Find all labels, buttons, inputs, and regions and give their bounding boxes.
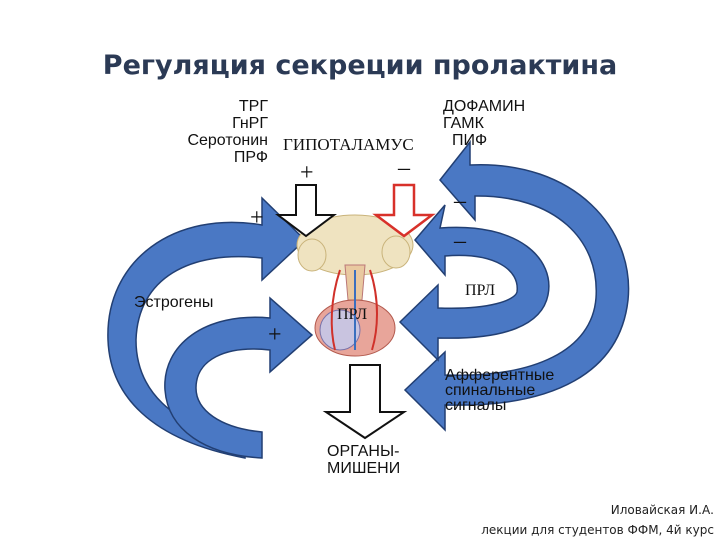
factor-gnrg: ГнРГ xyxy=(232,115,268,132)
author-name: Иловайская И.А. xyxy=(610,503,714,517)
author-credit: Иловайская И.А. лекции для студентов ФФМ… xyxy=(440,500,714,540)
hypothalamus-pituitary-illustration xyxy=(296,214,414,357)
prl-label-right: ПРЛ xyxy=(465,282,496,299)
plus-sign-hypothalamus: + xyxy=(300,160,314,186)
hypothalamus-label: ГИПОТАЛАМУС xyxy=(283,135,414,154)
minus-sign-right-2: – xyxy=(454,228,466,254)
target-organs-label: ОРГАНЫ- МИШЕНИ xyxy=(327,443,401,477)
afferent-signals-label: Афферентные спинальные сигналы xyxy=(445,367,555,414)
factor-serotonin: Серотонин xyxy=(187,132,268,149)
inhibitory-factors: ДОФАМИН ГАМК xyxy=(443,98,525,132)
estrogens-label: Эстрогены xyxy=(134,294,214,311)
prl-label-center: ПРЛ xyxy=(337,306,368,323)
factor-prf: ПРФ xyxy=(233,149,268,166)
minus-sign-right-1: – xyxy=(454,188,466,214)
pif-label: ПИФ xyxy=(452,132,488,149)
factor-dopamine: ДОФАМИН xyxy=(443,98,526,115)
stimulatory-factors: ТРГ ГнРГ Серотонин ПРФ xyxy=(150,98,268,166)
target-organs-arrow xyxy=(322,364,408,440)
factor-trg: ТРГ xyxy=(238,98,268,115)
right-outer-curved-arrow xyxy=(403,139,630,432)
stimulation-down-arrow xyxy=(275,184,337,238)
plus-sign-left: + xyxy=(250,205,264,231)
prl-feedback-curved-arrow xyxy=(398,204,550,362)
plus-sign-estrogen: + xyxy=(268,322,282,348)
estrogen-curved-arrow xyxy=(164,296,314,459)
course-info: лекции для студентов ФФМ, 4й курс xyxy=(481,523,714,537)
inhibition-down-arrow xyxy=(372,183,436,238)
factor-gaba: ГАМК xyxy=(443,115,484,132)
minus-sign-hypothalamus: – xyxy=(398,155,410,181)
page-title: Регуляция секреции пролактина xyxy=(102,50,618,81)
